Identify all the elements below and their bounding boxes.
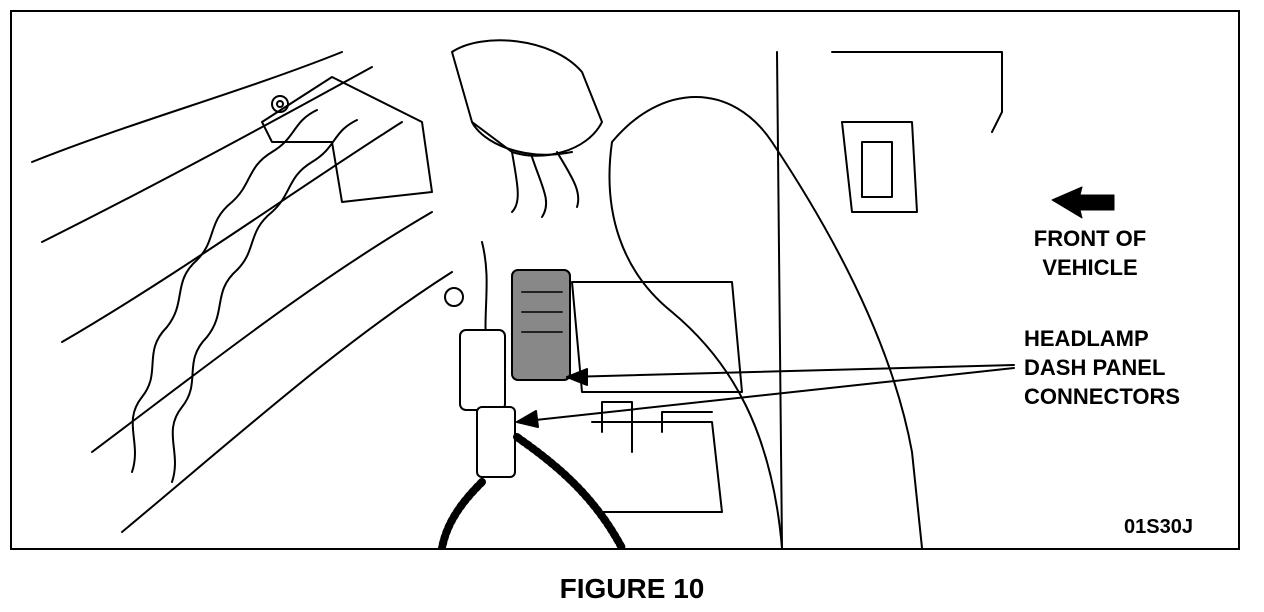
socket-wires [511,151,580,218]
callout-leader-lower [516,367,1015,423]
fender-line [61,121,403,343]
lamp-socket-ring [471,121,573,156]
illustration-frame: FRONT OF VEHICLE HEADLAMP DASH PANEL CON… [10,10,1240,550]
lamp-socket [451,39,603,157]
fender-line [121,271,453,533]
connector-upper [511,269,571,381]
ground-bolt [444,287,464,307]
callout-leader-upper [566,364,1015,378]
wire-loom [438,478,486,548]
harness-wave [131,109,318,473]
engine-block [591,421,723,513]
wire-loom [513,433,626,548]
body-panel [861,141,893,198]
bracket-bolt [271,95,289,113]
callout-arrowhead-lower [516,410,539,428]
callout-line1: HEADLAMP [1024,326,1149,351]
fender-line [91,211,433,453]
air-duct [611,96,923,548]
engine-block [571,281,743,393]
fender-line [41,66,373,243]
body-panel [831,51,1003,133]
connector-lower-body [476,406,516,478]
bracket-bolt-inner [276,100,284,108]
body-panel [776,51,783,548]
front-of-vehicle-line2: VEHICLE [1042,255,1138,280]
figure-caption: FIGURE 10 [559,573,705,604]
brake-line [661,411,713,433]
callout-arrowhead-upper [566,368,588,386]
front-of-vehicle-line1: FRONT OF [1033,226,1147,251]
engine-bay-illustration [31,39,1115,548]
figure-code: 01S30J [1124,516,1193,538]
connector-lower [459,329,506,411]
arrow-left-icon [1051,186,1115,219]
fender-line [31,51,343,163]
bracket [261,76,433,203]
body-panel [841,121,918,213]
connector-upper-latch [521,291,563,333]
callout-line2: DASH PANEL [1024,355,1166,380]
callout-line3: CONNECTORS [1024,384,1181,409]
front-of-vehicle-label: FRONT OF VEHICLE [1020,224,1160,282]
air-duct [608,141,783,548]
brake-line [601,401,633,453]
connector-callout-label: HEADLAMP DASH PANEL CONNECTORS [1024,324,1180,411]
harness-wave [171,119,358,483]
